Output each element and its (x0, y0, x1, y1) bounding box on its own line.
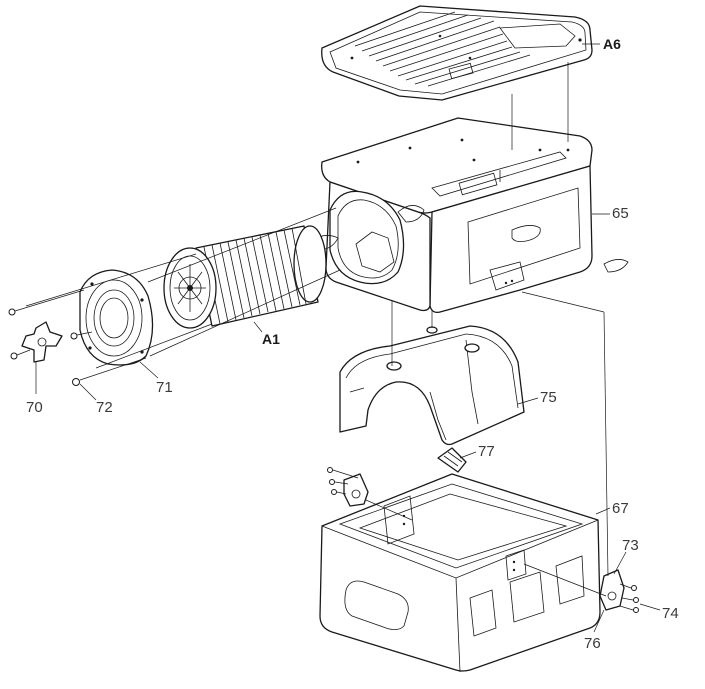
filter-pleats (203, 227, 307, 325)
base-tray-67 (319, 473, 601, 673)
callout-leaders (35, 43, 661, 633)
front-cover-71 (79, 269, 154, 366)
hinge-bracket-left (327, 467, 369, 507)
top-plate-a6 (321, 5, 593, 101)
inner-cover-75 (339, 325, 525, 446)
assembly-lines (25, 62, 609, 597)
label-74: 74 (662, 605, 679, 622)
label-77: 77 (478, 443, 495, 460)
label-70: 70 (26, 399, 43, 416)
label-73: 73 (622, 537, 639, 554)
label-72: 72 (96, 399, 113, 416)
main-housing-65 (311, 117, 629, 314)
label-a6: A6 (603, 36, 621, 52)
top-plate-slots (354, 11, 531, 87)
label-75: 75 (540, 389, 557, 406)
label-76: 76 (584, 635, 601, 652)
label-a1: A1 (262, 331, 280, 347)
label-65: 65 (612, 205, 629, 222)
screws-left (8, 289, 147, 386)
label-67: 67 (612, 500, 629, 517)
filter-cartridge-a1 (163, 225, 327, 329)
clip-77 (437, 447, 467, 473)
label-71: 71 (156, 379, 173, 396)
knob-70 (21, 321, 63, 363)
hinge-bracket-right (599, 569, 639, 613)
